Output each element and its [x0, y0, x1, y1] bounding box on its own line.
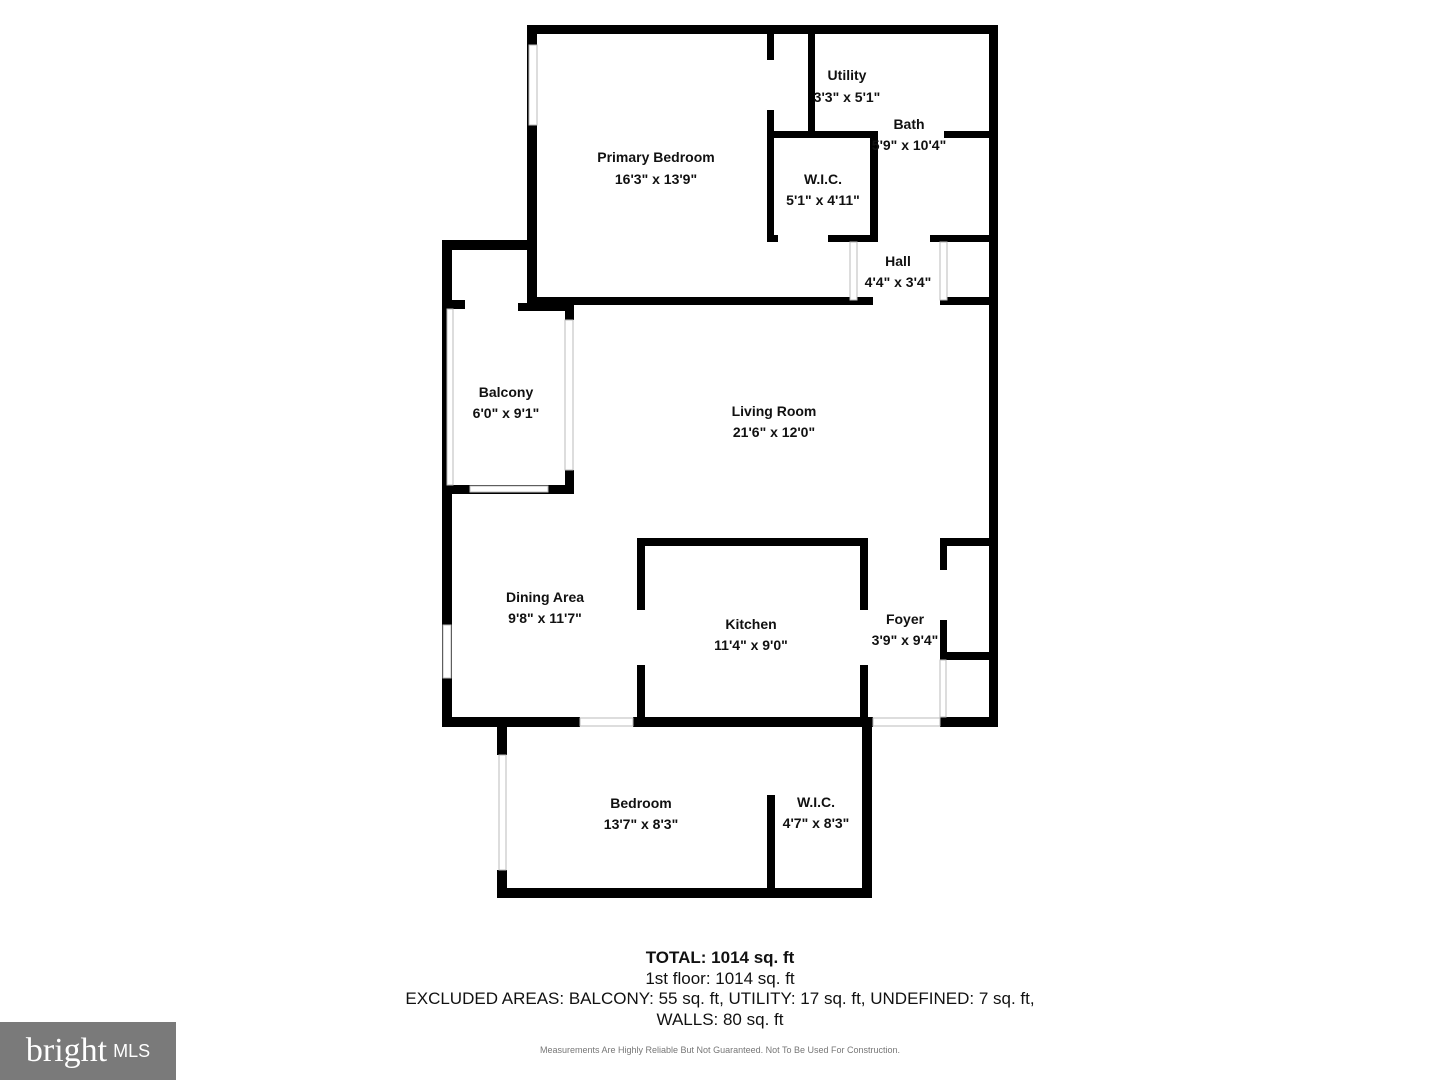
room-name: Dining Area — [506, 589, 584, 605]
logo-suffix: MLS — [113, 1040, 151, 1061]
room-name: Balcony — [479, 384, 534, 400]
total-area: TOTAL: 1014 sq. ft — [645, 948, 795, 967]
room-dims: 21'6" x 12'0" — [733, 424, 815, 440]
room-dims: 6'0" x 9'1" — [473, 405, 540, 421]
room-dims: 11'4" x 9'0" — [714, 637, 788, 653]
excluded-areas: EXCLUDED AREAS: BALCONY: 55 sq. ft, UTIL… — [405, 989, 1035, 1008]
room-name: Foyer — [886, 611, 925, 627]
windows-doors — [442, 44, 948, 871]
walls — [442, 25, 998, 898]
room-name: Bath — [893, 116, 924, 132]
room-dims: 5'1" x 4'11" — [786, 192, 860, 208]
room-name: Living Room — [732, 403, 817, 419]
walls-area: WALLS: 80 sq. ft — [656, 1010, 784, 1029]
room-name: Utility — [828, 67, 867, 83]
room-name: Kitchen — [725, 616, 776, 632]
room-dims: 5'9" x 10'4" — [872, 137, 946, 153]
floor-area: 1st floor: 1014 sq. ft — [645, 969, 795, 988]
bright-mls-logo: bright MLS — [0, 1022, 176, 1080]
room-name: Bedroom — [610, 795, 671, 811]
room-dims: 3'3" x 5'1" — [814, 89, 881, 105]
room-dims: 9'8" x 11'7" — [508, 610, 582, 626]
room-dims: 16'3" x 13'9" — [615, 171, 697, 187]
room-labels: Primary Bedroom 16'3" x 13'9" Utility 3'… — [473, 67, 947, 832]
room-dims: 13'7" x 8'3" — [604, 816, 678, 832]
room-name: W.I.C. — [804, 171, 842, 187]
room-dims: 3'9" x 9'4" — [872, 632, 939, 648]
room-name: Hall — [885, 253, 911, 269]
logo-brand: bright — [25, 1032, 108, 1069]
room-dims: 4'4" x 3'4" — [865, 274, 932, 290]
room-dims: 4'7" x 8'3" — [783, 815, 850, 831]
room-name: W.I.C. — [797, 794, 835, 810]
disclaimer: Measurements Are Highly Reliable But Not… — [539, 1045, 900, 1055]
room-name: Primary Bedroom — [597, 149, 714, 165]
